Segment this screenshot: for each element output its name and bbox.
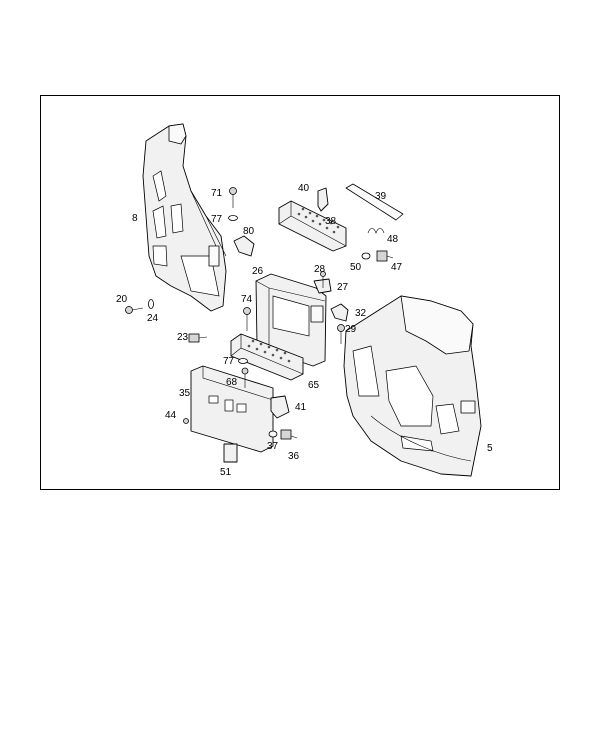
- callout-38: 38: [325, 216, 337, 227]
- clip-40: [317, 187, 329, 212]
- callout-77-lower: 77: [223, 356, 235, 367]
- exploded-parts-diagram: 5 8 20 23 24 26 27 28 29 32 35 36 37 38 …: [116, 123, 493, 478]
- callout-36: 36: [288, 451, 300, 462]
- callout-23: 23: [177, 332, 189, 343]
- bolt-20: [125, 306, 144, 314]
- right-bumper-end: [343, 295, 482, 477]
- callout-44: 44: [165, 410, 177, 421]
- callout-65: 65: [308, 380, 320, 391]
- callout-5: 5: [487, 443, 493, 454]
- callout-35: 35: [179, 388, 191, 399]
- washer-24: [148, 299, 154, 309]
- nut-23: [188, 333, 208, 343]
- callout-39: 39: [375, 191, 387, 202]
- rivet-44: [183, 418, 189, 424]
- washer-50: [361, 252, 371, 260]
- callout-51: 51: [220, 467, 232, 478]
- callout-77-upper: 77: [211, 214, 223, 225]
- center-bracket: [255, 273, 327, 367]
- callout-80: 80: [243, 226, 255, 237]
- bracket-32: [330, 303, 349, 322]
- callout-29: 29: [345, 324, 357, 335]
- screw-71: [229, 187, 237, 208]
- bolt-47: [376, 250, 394, 262]
- bracket-80: [233, 235, 255, 257]
- bolt-29: [337, 324, 345, 344]
- callout-74: 74: [241, 294, 253, 305]
- callout-8: 8: [132, 213, 138, 224]
- callout-50: 50: [350, 262, 362, 273]
- diagram-frame: 5 8 20 23 24 26 27 28 29 32 35 36 37 38 …: [40, 95, 560, 490]
- clip-51: [223, 443, 238, 463]
- callout-37: 37: [267, 441, 279, 452]
- lower-step-plate: [230, 333, 304, 381]
- washer-77-lower: [238, 358, 248, 364]
- upper-step-plate: [278, 200, 347, 252]
- callout-28: 28: [314, 264, 326, 275]
- plate-holder: [190, 365, 274, 453]
- callout-48: 48: [387, 234, 399, 245]
- callout-labels: 5 8 20 23 24 26 27 28 29 32 35 36 37 38 …: [116, 183, 493, 478]
- callout-40: 40: [298, 183, 310, 194]
- callout-68: 68: [226, 377, 238, 388]
- screw-68: [241, 367, 249, 388]
- callout-32: 32: [355, 308, 367, 319]
- callout-26: 26: [252, 266, 264, 277]
- callout-24: 24: [147, 313, 159, 324]
- screw-74: [243, 307, 251, 331]
- spring-48: [367, 228, 385, 234]
- callout-41: 41: [295, 402, 307, 413]
- washer-77-upper: [228, 215, 238, 221]
- trim-strip: [345, 183, 404, 221]
- clip-27: [313, 278, 332, 294]
- callout-47: 47: [391, 262, 403, 273]
- callout-20: 20: [116, 294, 128, 305]
- clip-41: [270, 395, 290, 419]
- callout-71: 71: [211, 188, 223, 199]
- left-bumper-frame: [142, 123, 227, 312]
- washer-37: [268, 430, 278, 438]
- callout-27: 27: [337, 282, 349, 293]
- bolt-36: [280, 429, 298, 440]
- pin-28: [320, 271, 326, 288]
